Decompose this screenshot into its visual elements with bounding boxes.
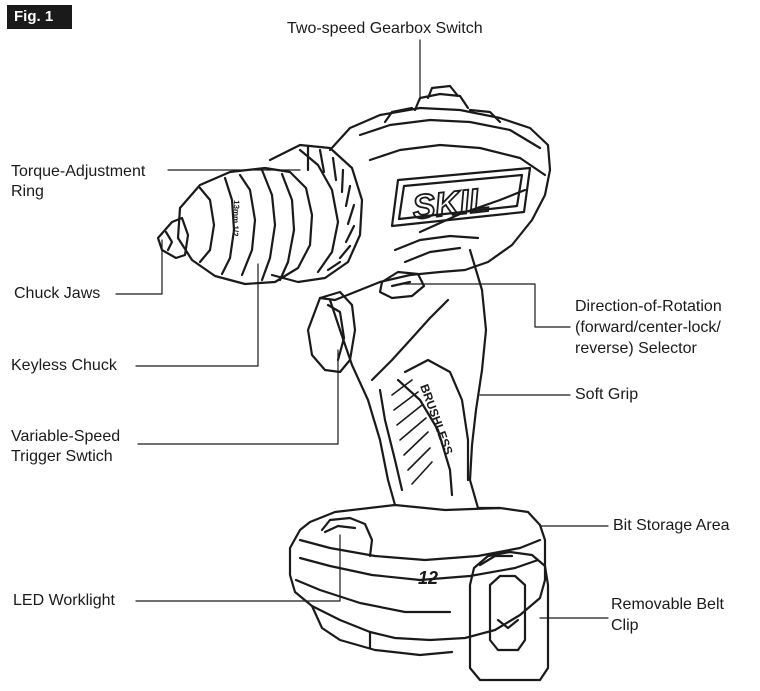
label-led-worklight: LED Worklight	[13, 592, 115, 609]
leader-trigger	[137, 349, 339, 445]
battery-mark: 12	[418, 568, 438, 588]
label-gearbox-switch: Two-speed Gearbox Switch	[287, 20, 483, 37]
label-direction-line3: reverse) Selector	[575, 340, 697, 357]
leader-lines	[115, 39, 609, 619]
handle	[328, 248, 502, 510]
leader-led	[135, 534, 341, 602]
grip-pattern	[391, 379, 433, 485]
leader-direction	[401, 283, 571, 328]
gearbox-switch	[383, 84, 502, 124]
label-direction-line2: (forward/center-lock/	[575, 319, 721, 336]
label-keyless-chuck: Keyless Chuck	[11, 357, 117, 374]
trigger	[306, 290, 357, 374]
label-belt-clip-line2: Clip	[611, 617, 639, 634]
label-chuck-jaws: Chuck Jaws	[14, 285, 101, 302]
torque-ring	[268, 143, 364, 284]
label-torque-ring-line1: Torque-Adjustment	[11, 163, 146, 180]
leader-keyless-chuck	[135, 263, 259, 367]
label-soft-grip: Soft Grip	[575, 386, 639, 403]
chuck-mark: 13mm 1/2	[231, 200, 241, 237]
label-direction-line1: Direction-of-Rotation	[575, 298, 722, 315]
figure-tag: Fig. 1	[7, 5, 72, 29]
belt-clip	[468, 550, 550, 682]
chuck-jaws	[156, 216, 190, 260]
leader-chuck-jaws	[115, 239, 163, 295]
side-mark: BRUSHLESS	[417, 382, 455, 456]
brand-mark: SKIL	[411, 181, 492, 227]
keyless-chuck	[176, 166, 314, 286]
label-torque-ring-line2: Ring	[11, 183, 44, 200]
label-trigger-line2: Trigger Swtich	[11, 448, 113, 465]
label-trigger-line1: Variable-Speed	[11, 428, 121, 445]
direction-selector	[378, 270, 426, 300]
label-bit-storage: Bit Storage Area	[613, 517, 730, 534]
label-belt-clip-line1: Removable Belt	[611, 596, 724, 613]
brand-plate	[390, 166, 532, 228]
